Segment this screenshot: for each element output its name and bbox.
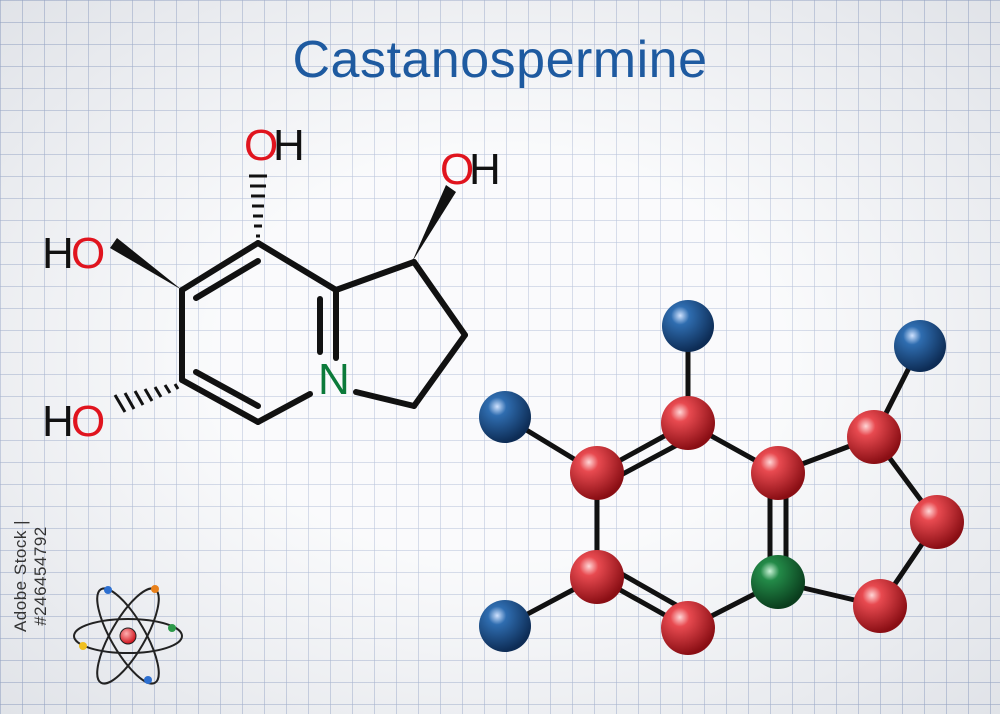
bond-c3-n [353,389,417,409]
skeletal-formula [179,240,468,425]
bond-c6-c5 [179,377,261,425]
oxygen-label: O [71,397,105,446]
bond-c8-c8a [255,240,339,293]
page-title: Castanospermine [292,31,708,89]
nitrogen-label: N [318,355,350,404]
carbon-atom-ball [570,446,624,500]
nitrogen-atom-ball [751,555,805,609]
label-oh-c1: O H [440,145,501,194]
ball-and-stick-model [479,300,964,655]
carbon-atom-ball [847,410,901,464]
hydrogen-label: H [469,145,501,194]
wedge-bond-c1-oh [412,185,456,262]
bond-c8-c7 [179,240,261,293]
hashed-bond-c6-oh [113,383,180,413]
atom-logo-icon [73,585,183,685]
carbon-atom-ball [661,601,715,655]
oxygen-label: O [244,121,278,170]
carbon-atom-ball [751,446,805,500]
oxygen-atom-ball [662,300,714,352]
hydrogen-label: H [42,397,74,446]
bond-c8a-c1 [333,259,417,293]
oxygen-label: O [71,229,105,278]
bond-c1-c2 [411,259,468,338]
oxygen-label: O [440,145,474,194]
bond-c8-c7-double [193,258,261,301]
hydrogen-label: H [42,229,74,278]
oxygen-atom-ball [479,600,531,652]
carbon-atom-ball [570,550,624,604]
bond-c5-n [255,391,313,425]
label-oh-c8: O H [244,121,305,170]
bond-c6-c5-double [193,369,261,409]
carbon-atom-ball [853,579,907,633]
hashed-bond-c8-oh [249,174,267,238]
oxygen-atom-ball [894,320,946,372]
hydrogen-label: H [273,121,305,170]
label-ho-c6: H O [42,397,105,446]
label-ho-c7: H O [42,229,105,278]
carbon-atom-ball [910,495,964,549]
wedge-bond-c7-oh [110,238,182,290]
bond-c2-c3 [411,332,468,409]
oxygen-atom-ball [479,391,531,443]
carbon-atom-ball [661,396,715,450]
